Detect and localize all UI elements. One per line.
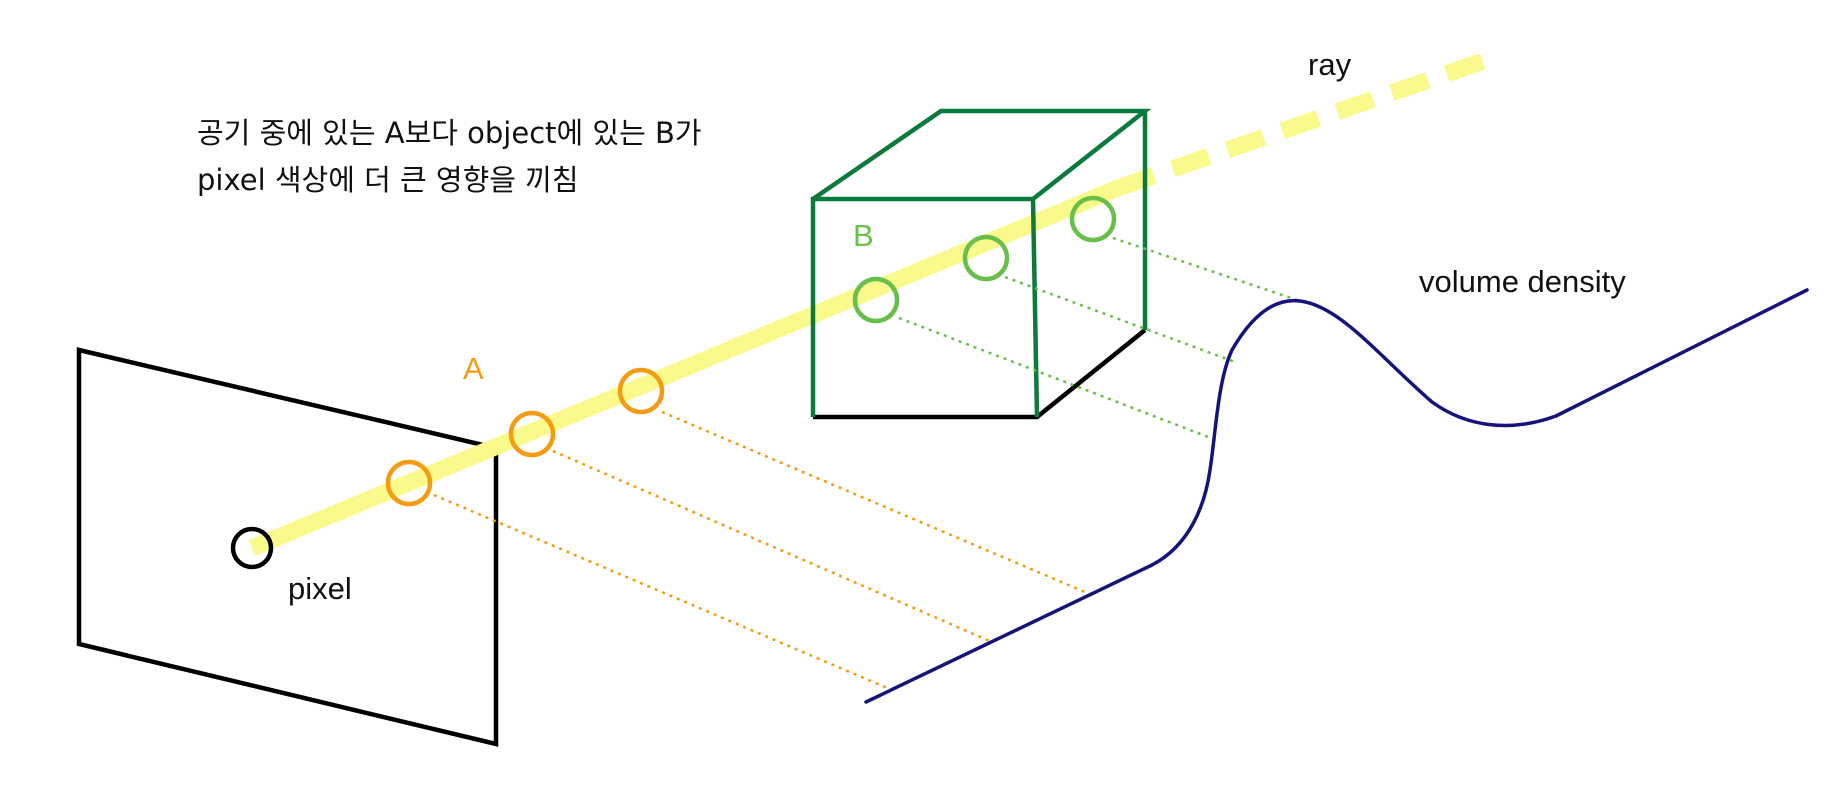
pixel-label: pixel bbox=[288, 571, 352, 606]
pixel-marker bbox=[230, 526, 274, 570]
volume-density-curve bbox=[864, 288, 1809, 704]
volume-density-label: volume density bbox=[1419, 264, 1626, 299]
projection-line-a2 bbox=[552, 449, 993, 644]
projection-line-b3 bbox=[1112, 236, 1301, 303]
ray-dashed bbox=[1115, 49, 1495, 197]
projection-line-b1 bbox=[898, 316, 1217, 442]
caption-line-2: pixel 색상에 더 큰 영향을 끼침 bbox=[197, 163, 579, 197]
label-b: B bbox=[853, 218, 874, 253]
projection-line-b2 bbox=[1004, 275, 1236, 364]
air-samples bbox=[385, 367, 665, 507]
object-sample-3 bbox=[1069, 195, 1117, 243]
object-sample-1 bbox=[852, 276, 900, 324]
air-sample-1 bbox=[385, 459, 433, 507]
cube-ground-edges bbox=[813, 328, 1147, 420]
air-sample-3 bbox=[617, 367, 665, 415]
object-sample-projections bbox=[898, 236, 1301, 442]
projection-line-a3 bbox=[661, 410, 1093, 597]
object-sample-2 bbox=[962, 234, 1010, 282]
ray-solid bbox=[248, 180, 1122, 556]
projection-line-a1 bbox=[433, 493, 893, 692]
object-samples bbox=[852, 195, 1117, 324]
cube-top-edges bbox=[811, 108, 1152, 201]
air-sample-projections bbox=[433, 410, 1093, 692]
object-cube bbox=[810, 108, 1152, 420]
image-plane bbox=[76, 347, 499, 747]
cube-front-edges bbox=[810, 196, 1040, 418]
ray-label: ray bbox=[1308, 47, 1352, 82]
caption-line-1: 공기 중에 있는 A보다 object에 있는 B가 bbox=[197, 116, 702, 150]
air-sample-2 bbox=[508, 410, 556, 458]
label-a: A bbox=[463, 351, 484, 386]
